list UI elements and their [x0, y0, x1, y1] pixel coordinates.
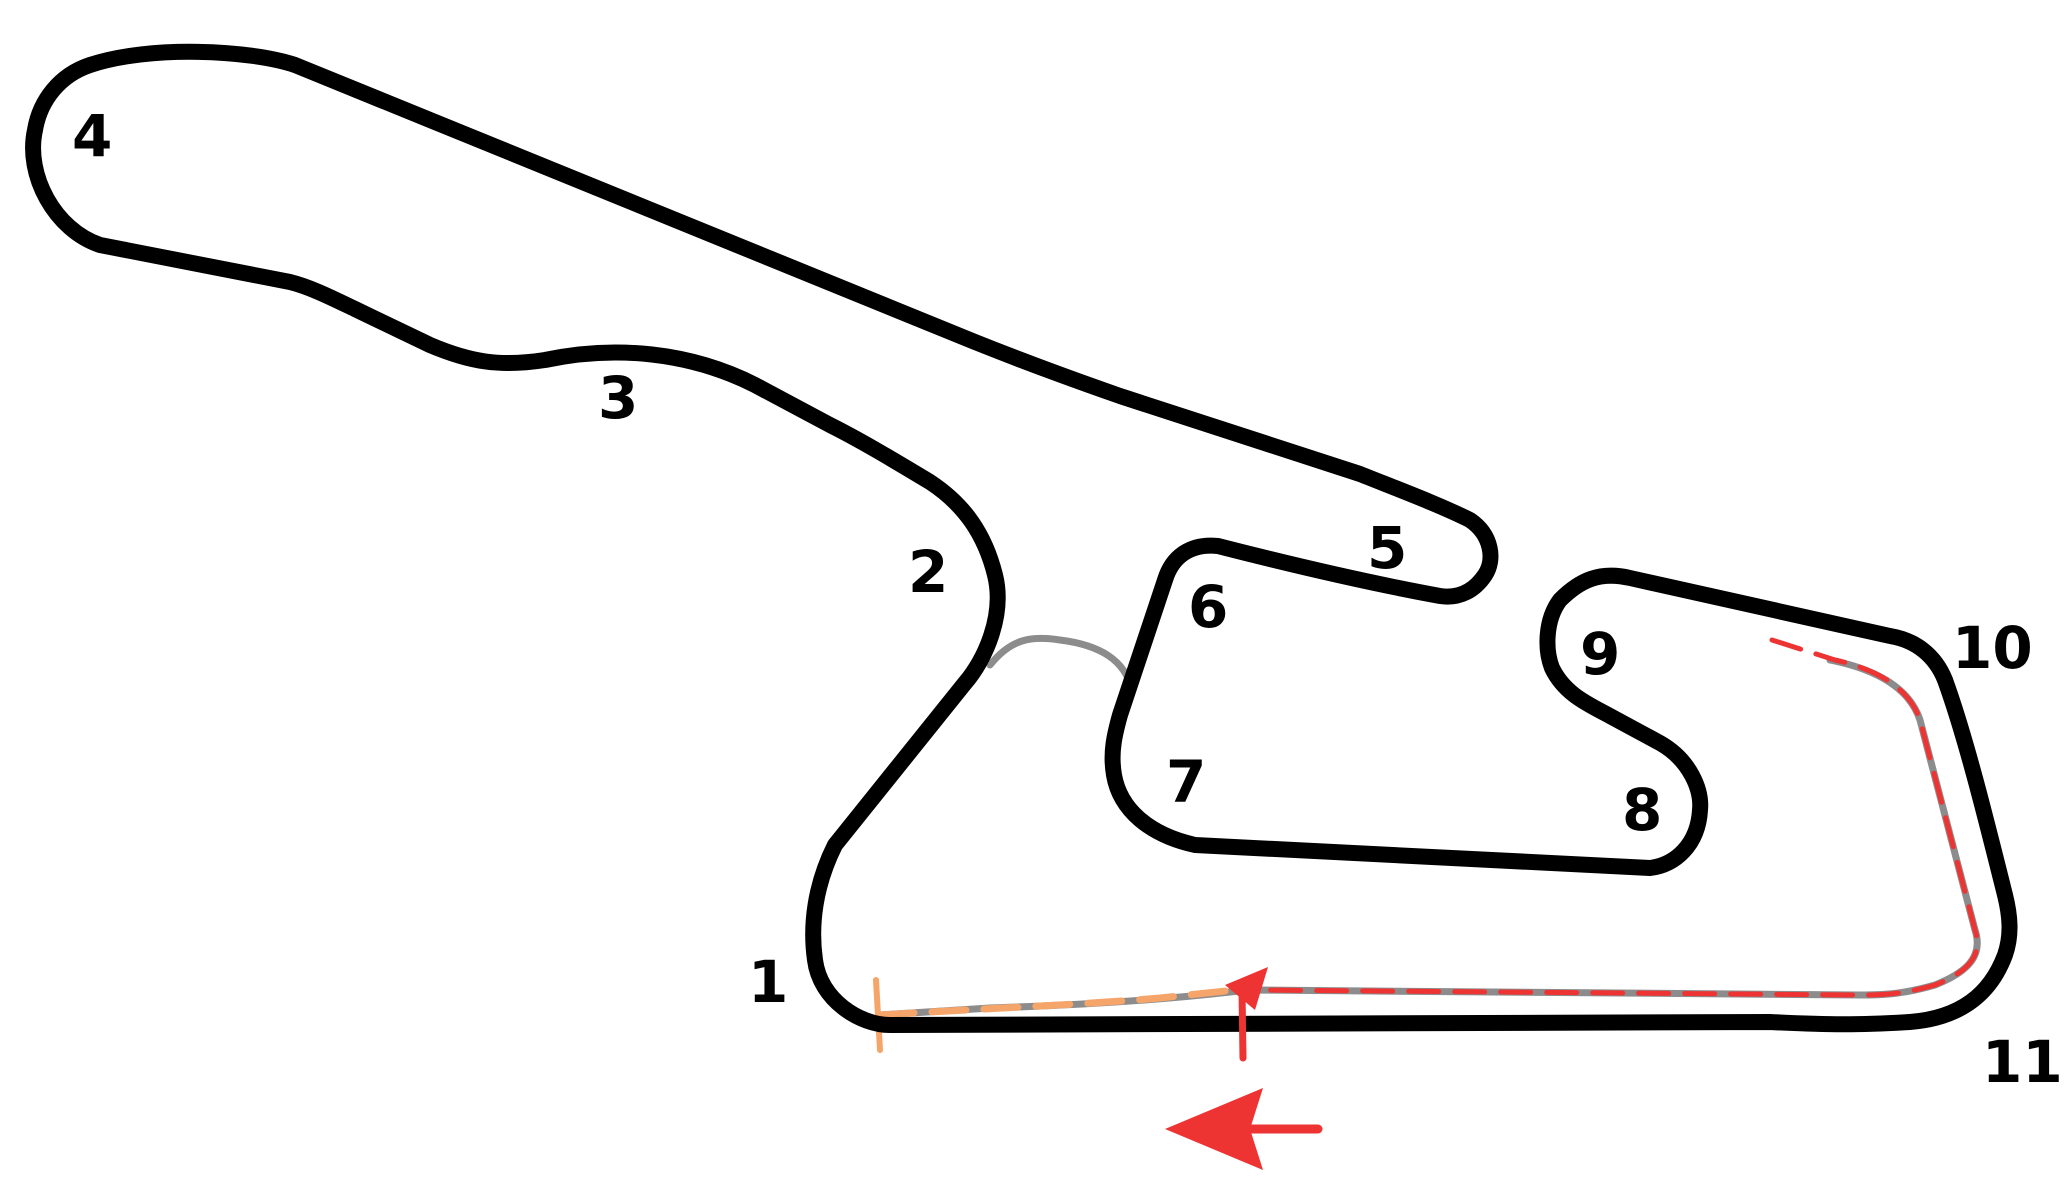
- drs-zone-line: [1247, 637, 1980, 998]
- turn-3-label: 3: [598, 364, 638, 432]
- arrow-left-icon: [1165, 1088, 1323, 1170]
- turn-11-label: 11: [1982, 1028, 2063, 1096]
- turn-9-label: 9: [1580, 620, 1620, 688]
- turn-2-label: 2: [908, 538, 948, 606]
- turn-8-label: 8: [1622, 776, 1662, 844]
- turn-7-label: 7: [1166, 748, 1206, 816]
- turn-4-label: 4: [72, 102, 112, 170]
- circuit-outline: [25, 43, 2018, 1033]
- start-finish-line: [876, 986, 1239, 1019]
- turn-10-label: 10: [1952, 614, 2033, 682]
- arrow-up-icon: [1225, 967, 1268, 1062]
- turn-5-label: 5: [1367, 514, 1407, 582]
- turn-1-label: 1: [748, 948, 788, 1016]
- turn-6-label: 6: [1188, 573, 1228, 641]
- timing-line: [873, 977, 883, 1053]
- pit-lane-shortcut: [986, 634, 1136, 694]
